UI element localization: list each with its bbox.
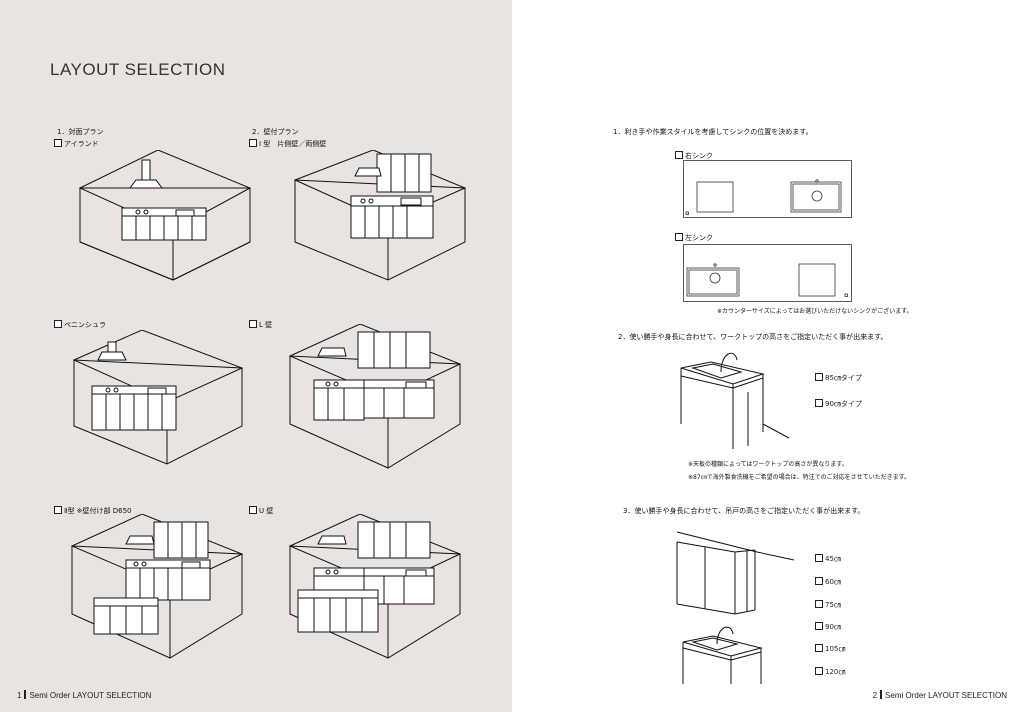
checkbox-105[interactable] (815, 644, 823, 652)
checkbox-90[interactable] (815, 399, 823, 407)
section-2-heading: 2．使い勝手や身長に合わせて、ワークトップの高さをご指定いただく事が出来ます。 (618, 333, 888, 341)
plan-peninsula-label: ペニンシュラ (64, 321, 106, 329)
section-2-note-2: ※87㎝で海外製食洗機をご希望の場合は、特注でのご対応をさせていただきます。 (688, 474, 911, 481)
cabinet-120-label: 120㎝ (825, 668, 846, 676)
island-kitchen-illustration (78, 150, 253, 282)
right-page-number: 2 (872, 691, 878, 700)
cabinet-120-option[interactable]: 120㎝ (815, 667, 845, 677)
cabinet-75-option[interactable]: 75㎝ (815, 600, 841, 610)
plan-island-label: アイランド (64, 140, 99, 148)
section-1-note: ※カウンターサイズによってはお選びいただけないシンクがございます。 (717, 308, 913, 315)
checkbox-120[interactable] (815, 667, 823, 675)
checkbox-ii-type[interactable] (54, 506, 62, 514)
left-page: LAYOUT SELECTION 1．対面プラン アイランド 2．壁付プラン Ⅰ… (0, 0, 512, 712)
plan-i-type-label: Ⅰ 型 片側壁／両側壁 (259, 140, 327, 148)
checkbox-i-type[interactable] (249, 139, 257, 147)
checkbox-75[interactable] (815, 600, 823, 608)
plan-l-wall-label: L 壁 (259, 321, 273, 329)
left-page-number: 1 (17, 691, 22, 700)
section-2-note-1: ※天板の種類によってはワークトップの高さが異なります。 (688, 461, 848, 468)
right-sink-option[interactable]: 右シンク (675, 151, 713, 161)
right-sink-counter-illustration (683, 160, 853, 218)
cabinet-75-label: 75㎝ (825, 601, 841, 609)
section-1-heading: 1．利き手や作業スタイルを考慮してシンクの位置を決めます。 (613, 128, 813, 136)
cabinet-105-option[interactable]: 105㎝ (815, 644, 845, 654)
worktop-height-illustration (677, 348, 802, 450)
section-3-heading: 3．使い勝手や身長に合わせて、吊戸の高さをご指定いただく事が出来ます。 (623, 507, 865, 515)
plan-l-wall-option[interactable]: L 壁 (249, 320, 272, 330)
right-sink-label: 右シンク (685, 152, 713, 160)
cabinet-90-option[interactable]: 90㎝ (815, 622, 841, 632)
checkbox-90cm[interactable] (815, 622, 823, 630)
height-90-label: 90㎝タイプ (825, 400, 862, 408)
page-title: LAYOUT SELECTION (50, 60, 226, 79)
right-footer-text: Semi Order LAYOUT SELECTION (885, 691, 1007, 700)
height-85-option[interactable]: 85㎝タイプ (815, 373, 862, 383)
cabinet-45-option[interactable]: 45㎝ (815, 554, 841, 564)
height-85-label: 85㎝タイプ (825, 374, 862, 382)
checkbox-l-wall[interactable] (249, 320, 257, 328)
plan-u-wall-option[interactable]: U 壁 (249, 506, 273, 516)
height-90-option[interactable]: 90㎝タイプ (815, 399, 862, 409)
right-page: 1．利き手や作業スタイルを考慮してシンクの位置を決めます。 右シンク 左シンク (512, 0, 1023, 712)
left-sink-option[interactable]: 左シンク (675, 233, 713, 243)
i-type-kitchen-illustration (293, 150, 468, 282)
checkbox-60[interactable] (815, 577, 823, 585)
u-wall-kitchen-illustration (288, 514, 463, 659)
checkbox-45[interactable] (815, 554, 823, 562)
plan-u-wall-label: U 壁 (259, 507, 274, 515)
l-wall-kitchen-illustration (288, 324, 463, 469)
ii-type-kitchen-illustration (70, 514, 245, 659)
peninsula-kitchen-illustration (72, 330, 247, 465)
checkbox-85[interactable] (815, 373, 823, 381)
left-footer: 1 Semi Order LAYOUT SELECTION (17, 690, 151, 700)
wall-cabinet-height-illustration (675, 530, 795, 685)
cabinet-60-label: 60㎝ (825, 578, 841, 586)
checkbox-left-sink[interactable] (675, 233, 683, 241)
footer-divider (880, 690, 883, 699)
plan-2-heading: 2．壁付プラン (252, 128, 299, 136)
right-footer: 2 Semi Order LAYOUT SELECTION (873, 690, 1007, 700)
plan-i-type-option[interactable]: Ⅰ 型 片側壁／両側壁 (249, 139, 326, 149)
footer-divider (24, 690, 27, 699)
left-sink-label: 左シンク (685, 234, 713, 242)
cabinet-45-label: 45㎝ (825, 555, 841, 563)
plan-peninsula-option[interactable]: ペニンシュラ (54, 320, 106, 330)
plan-ii-type-option[interactable]: Ⅱ型 ※壁付け部 D650 (54, 506, 132, 516)
plan-island-option[interactable]: アイランド (54, 139, 99, 149)
left-sink-counter-illustration (683, 244, 853, 302)
checkbox-u-wall[interactable] (249, 506, 257, 514)
plan-1-heading: 1．対面プラン (57, 128, 104, 136)
cabinet-105-label: 105㎝ (825, 645, 846, 653)
checkbox-right-sink[interactable] (675, 151, 683, 159)
cabinet-90-label: 90㎝ (825, 623, 841, 631)
left-footer-text: Semi Order LAYOUT SELECTION (29, 691, 152, 700)
checkbox-island[interactable] (54, 139, 62, 147)
plan-ii-type-label: Ⅱ型 ※壁付け部 D650 (64, 507, 132, 515)
cabinet-60-option[interactable]: 60㎝ (815, 577, 841, 587)
checkbox-peninsula[interactable] (54, 320, 62, 328)
